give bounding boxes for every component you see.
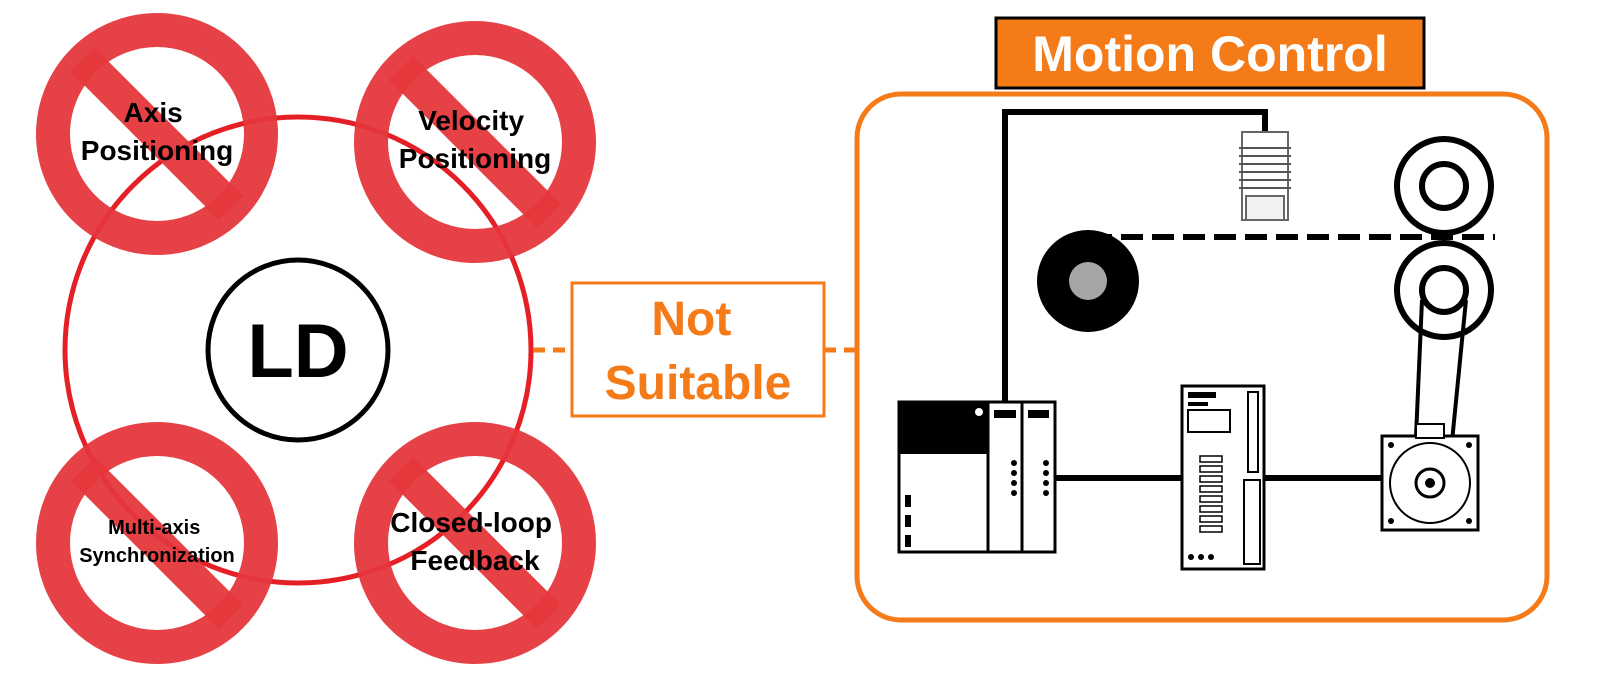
prohibited-label: Velocity Positioning: [399, 105, 551, 174]
ld-cluster: LD Axis Positioning Velocity Positioning: [36, 13, 596, 664]
motion-control-panel: Motion Control: [854, 16, 1550, 623]
prohibited-sign-icon: [36, 422, 278, 664]
prohibited-sign-icon: [354, 422, 596, 664]
motion-frame: [854, 91, 1550, 623]
prohibited-closed-loop-feedback: Closed-loop Feedback: [354, 422, 596, 664]
prohibited-axis-positioning: Axis Positioning: [36, 13, 278, 255]
prohibited-multi-axis-sync: Multi-axis Synchronization: [36, 422, 278, 664]
prohibited-velocity-positioning: Velocity Positioning: [354, 21, 596, 263]
proximity-sensor-icon: [1239, 131, 1291, 221]
prohibited-label: Closed-loop Feedback: [390, 507, 560, 576]
sensor-wire: [1002, 109, 1268, 402]
motion-title: Motion Control: [1032, 26, 1387, 82]
roller-icon: [1394, 136, 1494, 236]
ld-circle: [205, 257, 391, 443]
unwind-reel: [1037, 230, 1139, 332]
prohibited-label: Axis Positioning: [81, 97, 233, 166]
motion-title-box: [994, 16, 1426, 90]
ld-label: LD: [247, 309, 348, 394]
roller-icon: [1394, 240, 1494, 340]
servo-motor-icon: [1380, 423, 1480, 532]
prohibited-label: Multi-axis Synchronization: [79, 517, 235, 567]
not-suitable-connector: Not Suitable: [533, 281, 857, 418]
red-ring: [62, 114, 534, 586]
not-suitable-box: [570, 281, 826, 418]
plc-icon: [897, 400, 1057, 554]
prohibited-sign-icon: [354, 21, 596, 263]
servo-drive-icon: [1180, 384, 1266, 571]
not-suitable-label: Not Suitable: [605, 293, 792, 410]
prohibited-sign-icon: [36, 13, 278, 255]
